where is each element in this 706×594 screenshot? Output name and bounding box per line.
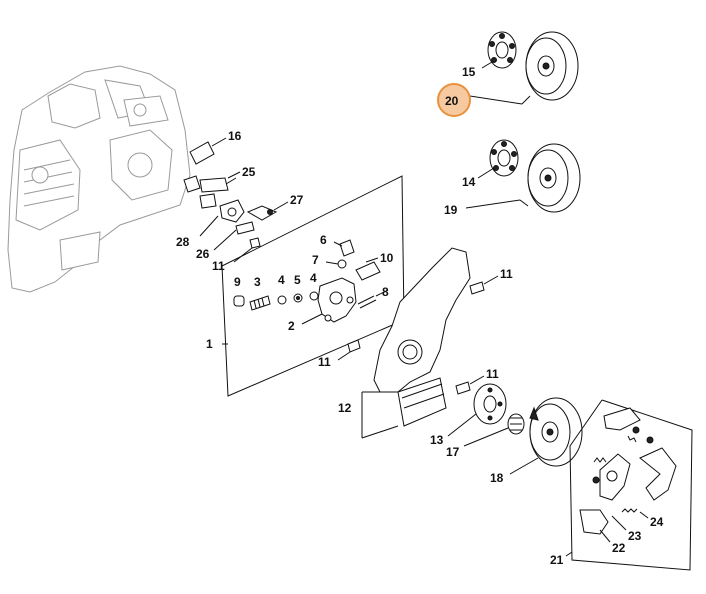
screw-11-d: 11 — [455, 367, 499, 395]
label-24: 24 — [650, 515, 664, 529]
label-18: 18 — [490, 471, 504, 485]
part-12-cover: 12 — [338, 247, 471, 439]
label-4-b: 4 — [310, 271, 317, 285]
part-15-sprocket: 15 — [462, 31, 517, 79]
part-27: 27 — [246, 193, 304, 221]
screw-11-c: 11 — [318, 339, 361, 369]
label-11-d: 11 — [486, 367, 499, 381]
label-21: 21 — [550, 553, 564, 567]
label-11-c: 11 — [318, 355, 331, 369]
part-17-bearing: 17 — [446, 413, 525, 459]
part-20-drum: 20 — [437, 31, 579, 117]
label-5: 5 — [294, 273, 301, 287]
part-19-drum: 19 — [444, 143, 581, 217]
label-17: 17 — [446, 445, 460, 459]
label-4: 4 — [278, 273, 285, 287]
label-3: 3 — [254, 275, 261, 289]
label-2: 2 — [288, 319, 295, 333]
engine-block — [7, 65, 191, 293]
label-22: 22 — [612, 541, 626, 555]
label-23: 23 — [628, 529, 642, 543]
label-15: 15 — [462, 65, 476, 79]
label-27: 27 — [290, 193, 304, 207]
label-1: 1 — [206, 337, 213, 351]
highlight-circle — [437, 83, 471, 117]
label-8: 8 — [382, 285, 389, 299]
label-26: 26 — [196, 247, 210, 261]
part-28-26-group: 28 26 11 — [176, 193, 261, 273]
part-14-sprocket: 14 — [462, 139, 519, 189]
label-9: 9 — [234, 275, 241, 289]
label-13: 13 — [430, 433, 444, 447]
part-13-rim-sprocket: 13 — [430, 383, 507, 447]
oil-pump-group: 1 9 3 4 5 4 2 6 7 — [206, 175, 405, 397]
label-11-b: 11 — [500, 267, 513, 281]
label-20: 20 — [445, 94, 459, 108]
part-25-adjuster: 25 — [183, 165, 256, 193]
label-16: 16 — [228, 129, 242, 143]
part-16-cover: 16 — [189, 129, 242, 165]
label-14: 14 — [462, 175, 476, 189]
part-18-clutch-drum: 18 — [490, 397, 583, 485]
label-28: 28 — [176, 235, 190, 249]
label-12: 12 — [338, 401, 352, 415]
label-10: 10 — [380, 251, 394, 265]
label-19: 19 — [444, 203, 458, 217]
clutch-group: 21 22 23 24 — [550, 399, 693, 571]
label-25: 25 — [242, 165, 256, 179]
label-7: 7 — [312, 253, 319, 267]
label-6: 6 — [320, 233, 327, 247]
screw-11-b: 11 — [469, 267, 513, 295]
